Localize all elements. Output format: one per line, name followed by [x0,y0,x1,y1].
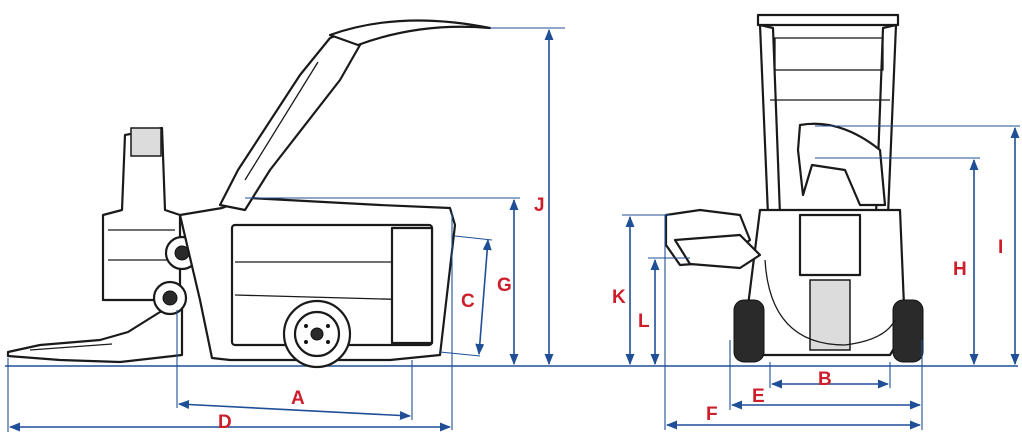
side-view-machine [6,19,492,369]
dim-C [475,238,492,356]
label-B: B [818,369,832,390]
label-L: L [638,311,650,332]
label-H: H [953,259,967,280]
label-A: A [291,388,305,409]
label-K: K [612,287,626,308]
dimension-lines-side [7,27,565,432]
label-C: C [461,291,475,312]
label-I: I [998,237,1003,258]
label-G: G [497,275,512,296]
label-D: D [218,412,232,432]
dim-A [177,400,412,420]
label-F: F [706,404,718,425]
label-E: E [752,386,765,407]
label-J: J [534,195,545,216]
dimension-labels: A B C D E F G H I J K L [218,195,1003,432]
dimension-lines-front [622,125,1020,430]
front-view-machine [664,13,924,363]
